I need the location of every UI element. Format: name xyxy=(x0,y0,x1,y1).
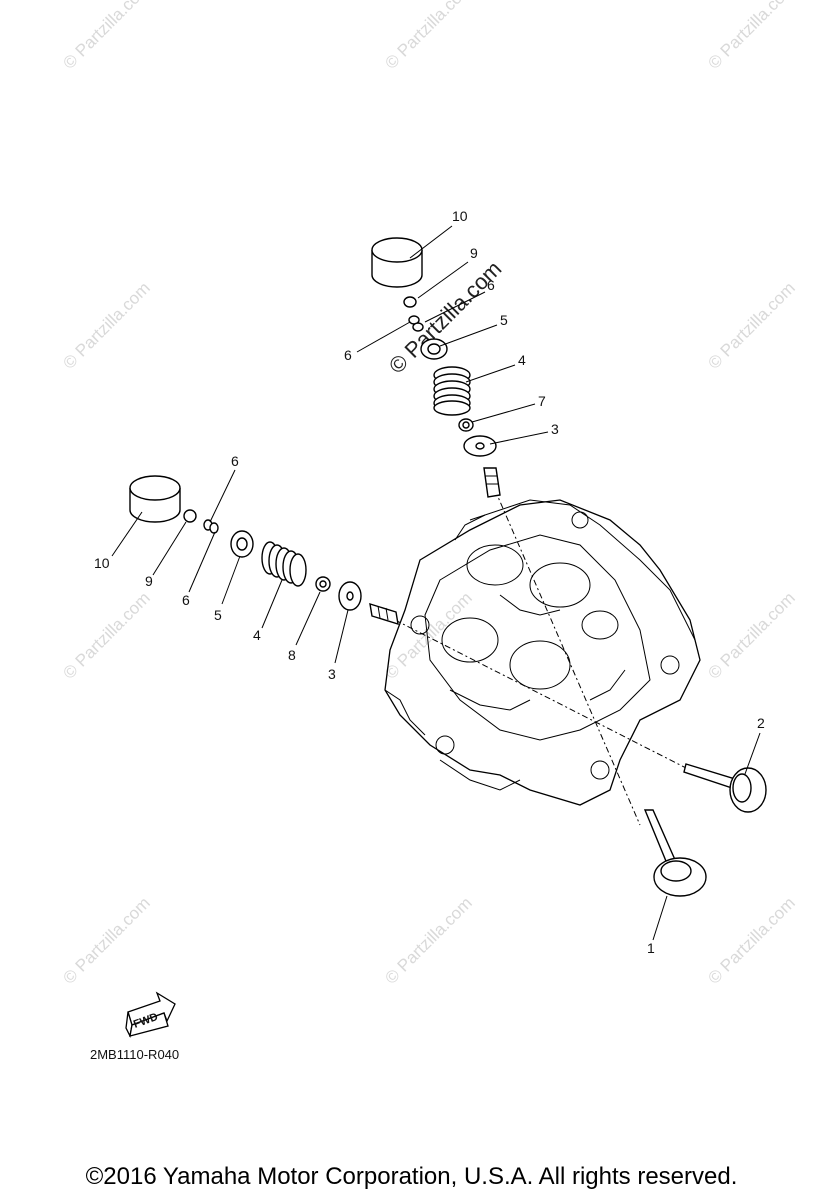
forward-arrow-icon: FWD xyxy=(125,991,176,1039)
cylinder-head xyxy=(384,499,701,806)
watermark: © Partzilla.com xyxy=(59,893,153,987)
watermark: © Partzilla.com xyxy=(704,278,798,372)
valve-stem-seal-left xyxy=(315,576,331,592)
valve-spring-left xyxy=(261,541,307,587)
valve-exhaust xyxy=(683,763,767,813)
valve-cotter-left xyxy=(203,519,219,534)
adjusting-pad-upper xyxy=(403,296,417,308)
callout-9: 9 xyxy=(145,573,153,589)
left-valve-stack xyxy=(129,475,399,626)
callout-3: 3 xyxy=(551,421,559,437)
callout-3: 3 xyxy=(328,666,336,682)
watermark: © Partzilla.com xyxy=(704,0,798,73)
copyright-notice: ©2016 Yamaha Motor Corporation, U.S.A. A… xyxy=(85,1163,738,1190)
valve-lifter-upper xyxy=(371,237,423,288)
washer-upper xyxy=(463,435,497,457)
watermark: © Partzilla.com xyxy=(59,278,153,372)
callout-labels: 10 9 6 6 5 4 7 3 6 10 9 6 5 4 8 3 2 1 xyxy=(94,208,765,956)
callout-7: 7 xyxy=(538,393,546,409)
upper-valve-stack xyxy=(371,237,501,498)
washer-left xyxy=(338,581,362,611)
watermark: © Partzilla.com xyxy=(381,893,475,987)
callout-6: 6 xyxy=(344,347,352,363)
valve-spring-upper xyxy=(433,366,471,416)
assembly-lines xyxy=(394,489,691,826)
callout-9: 9 xyxy=(470,245,478,261)
watermark: © Partzilla.com xyxy=(59,0,153,73)
valve-cotter-upper xyxy=(408,315,424,332)
callout-4: 4 xyxy=(253,627,261,643)
watermark: © Partzilla.com xyxy=(704,893,798,987)
callout-5: 5 xyxy=(500,312,508,328)
callout-1: 1 xyxy=(647,940,655,956)
callout-10: 10 xyxy=(94,555,110,571)
diagram-code: 2MB1110-R040 xyxy=(90,1047,180,1062)
callout-4: 4 xyxy=(518,352,526,368)
callout-6: 6 xyxy=(487,277,495,293)
callout-5: 5 xyxy=(214,607,222,623)
spring-retainer-left xyxy=(230,530,254,558)
callout-6: 6 xyxy=(231,453,239,469)
watermark: © Partzilla.com xyxy=(704,588,798,682)
callout-10: 10 xyxy=(452,208,468,224)
leader-lines xyxy=(111,225,761,941)
valve-lifter-left xyxy=(129,475,181,523)
valve-intake xyxy=(643,809,707,897)
valve-guide-upper xyxy=(483,467,501,498)
callout-2: 2 xyxy=(757,715,765,731)
watermark: © Partzilla.com xyxy=(381,0,475,73)
spring-retainer-upper xyxy=(420,338,448,360)
adjusting-pad-left xyxy=(183,509,197,523)
valve-guide-left xyxy=(369,602,399,626)
watermark: © Partzilla.com xyxy=(59,588,153,682)
callout-8: 8 xyxy=(288,647,296,663)
valve-stem-seal-upper xyxy=(458,418,474,432)
callout-6: 6 xyxy=(182,592,190,608)
